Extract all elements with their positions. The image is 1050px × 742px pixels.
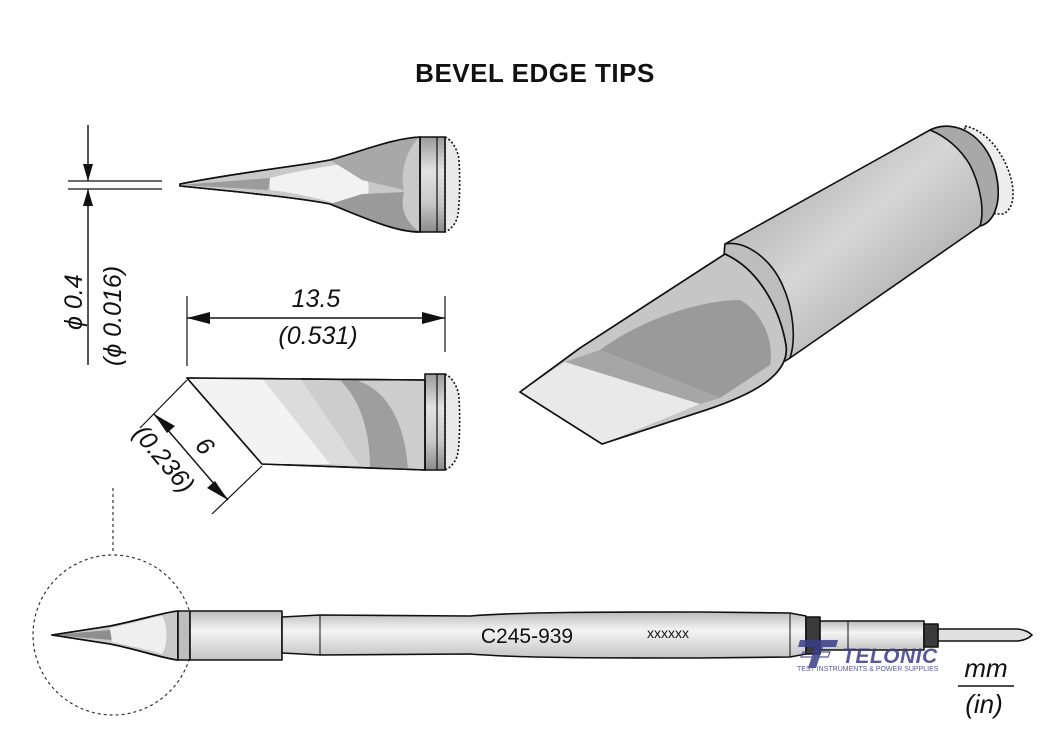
diameter-dimension: ϕ 0.4 (ϕ 0.016) (60, 125, 162, 366)
marking-label: xxxxxx (647, 625, 689, 641)
unit-mm: mm (964, 653, 1007, 683)
tip-side-view (186, 373, 461, 471)
length-mm-label: 13.5 (292, 285, 341, 313)
telonic-tagline: TEST INSTRUMENTS & POWER SUPPLIES (797, 666, 939, 673)
bevel-in-label: (0.236) (127, 420, 199, 499)
part-number-label: C245-939 (481, 625, 573, 648)
telonic-watermark: TELONIC TEST INSTRUMENTS & POWER SUPPLIE… (797, 640, 939, 673)
telonic-logo-icon (798, 640, 838, 668)
tip-top-view (179, 136, 461, 233)
length-dimension: 13.5 (0.531) (186, 285, 446, 366)
bevel-mm-label: 6 (189, 432, 219, 461)
diagram-title: BEVEL EDGE TIPS (415, 58, 655, 88)
diameter-mm-label: ϕ 0.4 (60, 274, 88, 330)
unit-in: (in) (965, 689, 1003, 719)
telonic-brand-text: TELONIC (842, 645, 938, 668)
length-in-label: (0.531) (278, 322, 357, 350)
cartridge-drawing: C245-939 xxxxxx (32, 488, 1033, 716)
diameter-in-label: (ϕ 0.016) (99, 266, 127, 366)
tip-isometric-view (519, 125, 1014, 445)
units-legend: mm (in) (958, 653, 1014, 719)
